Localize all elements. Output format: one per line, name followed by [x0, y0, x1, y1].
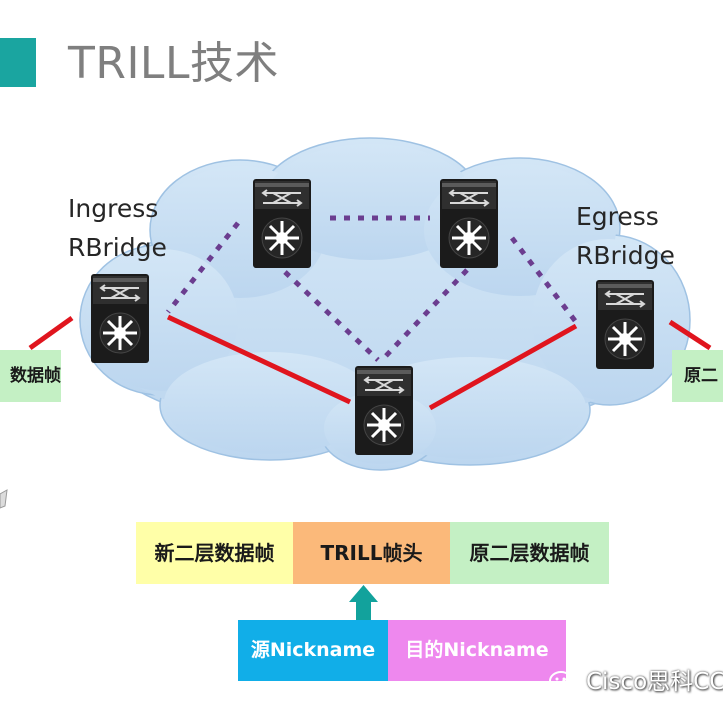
ingress-switch-icon [91, 274, 149, 363]
egress-label-line2: RBridge [576, 241, 675, 270]
switch-top-right-icon [440, 179, 498, 268]
egress-switch-icon [596, 280, 654, 369]
destination-nickname: 目的Nickname [388, 620, 566, 681]
ingress-label-line2: RBridge [68, 233, 167, 262]
egress-label-line1: Egress [576, 202, 659, 231]
ingress-label-line1: Ingress [68, 194, 159, 223]
watermark: Cisco思科CC [548, 664, 723, 700]
original-l2-frame: 原二层数据帧 [450, 522, 609, 584]
title-accent-bar [0, 38, 36, 87]
switch-bottom-center-icon [355, 366, 413, 455]
frame-arrow [349, 585, 378, 622]
slide-title: TRILL技术 [68, 38, 279, 89]
red-links [28, 314, 712, 411]
watermark-text: Cisco思科CC [586, 669, 723, 695]
switch-top-left-icon [253, 179, 311, 268]
wechat-icon [549, 670, 580, 694]
right-frame-box: 原二 [672, 350, 723, 402]
source-nickname: 源Nickname [238, 620, 388, 681]
trill-header: TRILL帧头 [293, 522, 450, 584]
dotted-links [166, 215, 578, 362]
left-frame-box: 数据帧 [0, 350, 61, 402]
new-l2-header: 新二层数据帧 [136, 522, 293, 584]
edge-host-fragment [0, 489, 8, 509]
